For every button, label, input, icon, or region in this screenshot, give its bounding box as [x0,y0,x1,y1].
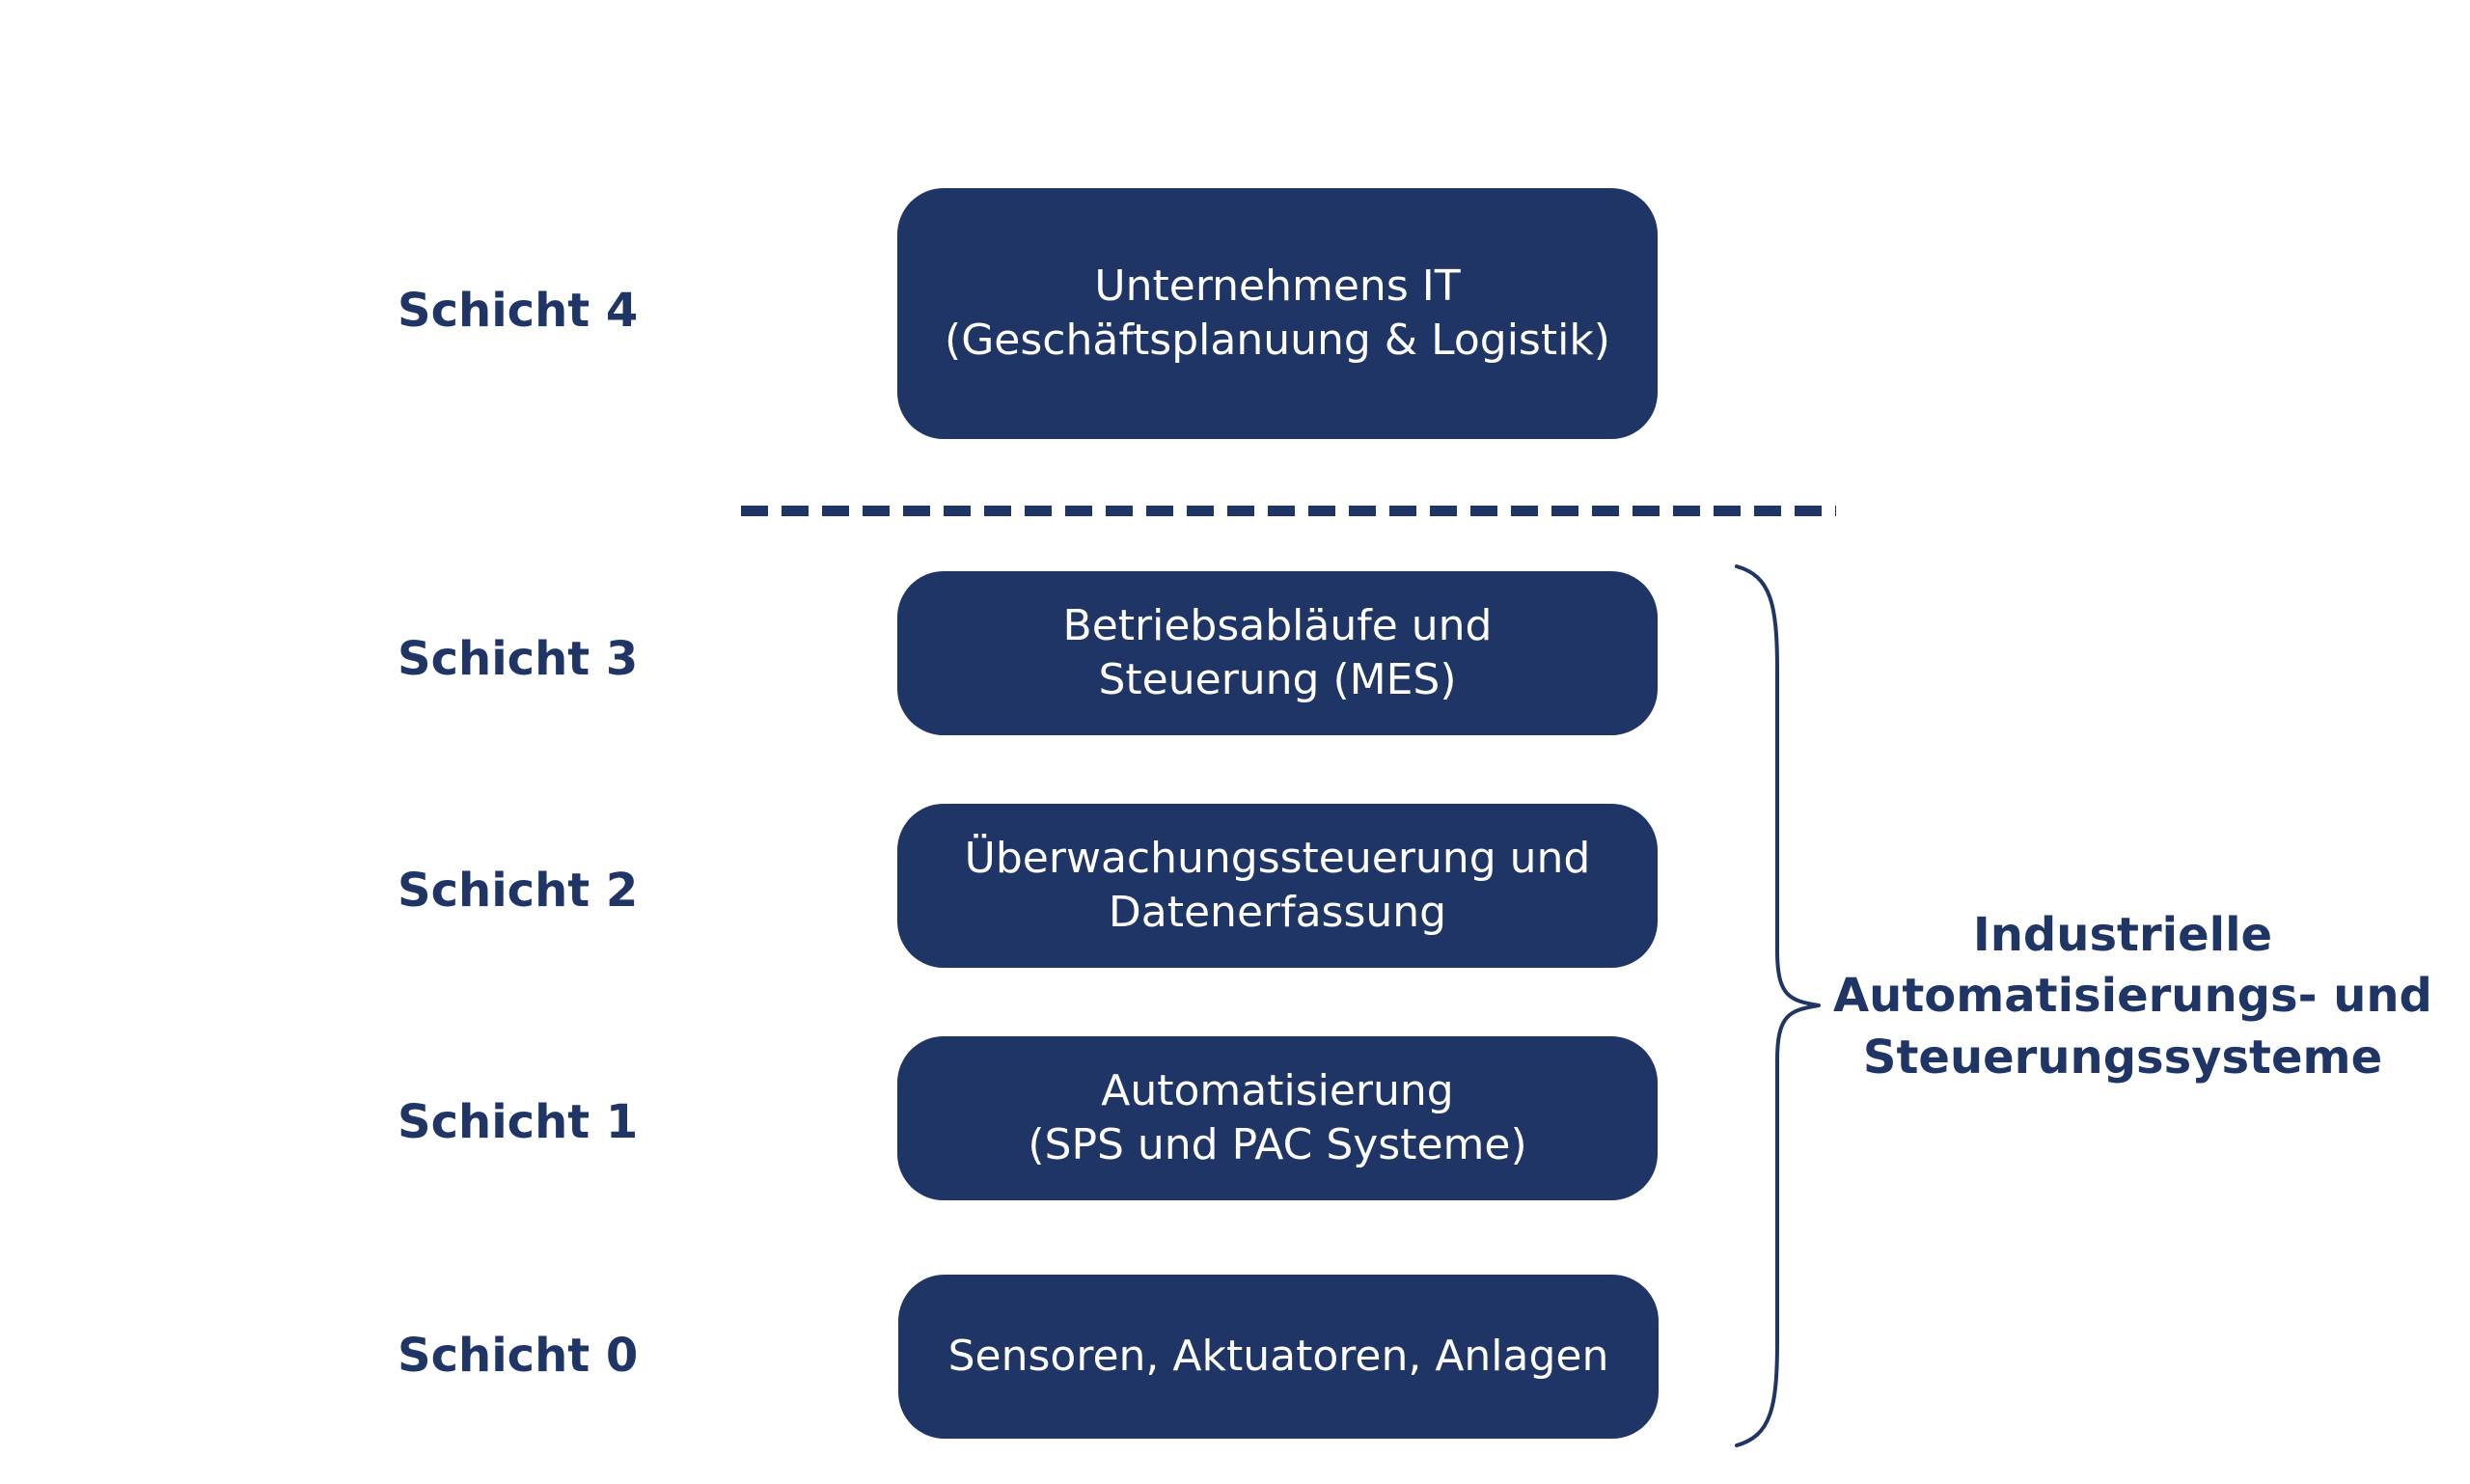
group-label-line-3: Steuerungssysteme [1862,1030,2383,1085]
layer-label-2: Schicht 2 [398,864,639,918]
layer-label-1: Schicht 1 [398,1095,639,1149]
layer-label-3: Schicht 3 [398,632,639,686]
it-ot-divider [741,506,1836,516]
layer-box-4-line-1: Unternehmens IT [1094,261,1461,311]
layer-box-3-line-2: Steuerung (MES) [1098,655,1457,704]
group-label-line-1: Industrielle [1972,908,2273,962]
layer-box-1-line-1: Automatisierung [1101,1065,1454,1115]
group-label: Industrielle Automatisierungs- und Steue… [1833,905,2432,1088]
curly-brace [1735,564,1821,1447]
layer-box-4-line-2: (Geschäftsplanuung & Logistik) [945,316,1610,365]
layer-box-0: Sensoren, Aktuatoren, Anlagen [898,1275,1659,1439]
layer-box-3-line-1: Betriebsabläufe und [1062,600,1493,650]
layer-box-2: Überwachungssteuerung und Datenerfassung [897,804,1658,968]
layer-box-1-line-2: (SPS und PAC Systeme) [1028,1120,1527,1169]
layer-box-0-line-1: Sensoren, Aktuatoren, Anlagen [947,1331,1609,1381]
layer-label-0: Schicht 0 [398,1329,639,1383]
layer-box-2-line-2: Datenerfassung [1108,888,1447,937]
layer-box-3: Betriebsabläufe und Steuerung (MES) [897,571,1658,735]
layer-box-2-line-1: Überwachungssteuerung und [964,833,1591,883]
layer-box-1: Automatisierung (SPS und PAC Systeme) [897,1036,1658,1200]
layer-label-4: Schicht 4 [398,284,639,338]
group-label-line-2: Automatisierungs- und [1833,969,2432,1024]
layer-box-4: Unternehmens IT (Geschäftsplanuung & Log… [897,188,1658,439]
